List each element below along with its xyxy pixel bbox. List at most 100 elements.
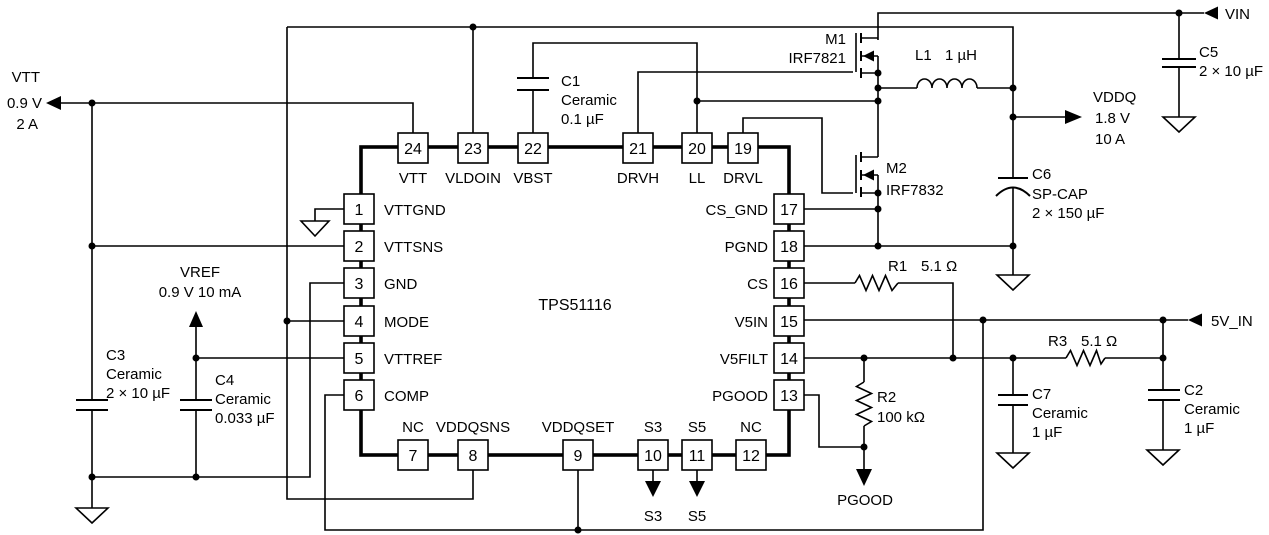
pin-20: 20 LL bbox=[681, 132, 713, 187]
ref: C5 bbox=[1199, 44, 1218, 61]
wire-drvh bbox=[637, 71, 853, 133]
pin-19: 19 DRVL bbox=[723, 132, 763, 187]
pin-name: V5IN bbox=[735, 314, 768, 331]
pin-8: 8 VDDQSNS bbox=[436, 419, 510, 471]
pin-number: 6 bbox=[355, 388, 364, 405]
wire-gnd-rail bbox=[92, 282, 344, 478]
pin-number: 8 bbox=[469, 448, 478, 465]
pin-name: VBST bbox=[513, 170, 552, 187]
pin-name: MODE bbox=[384, 314, 429, 331]
pin-7: 7 NC bbox=[397, 419, 429, 471]
v5in-arrow-icon bbox=[1188, 313, 1202, 327]
l1-label: L1 1 µH bbox=[915, 47, 977, 64]
value: 5.1 Ω bbox=[921, 258, 957, 275]
net-vref-label: VREF 0.9 V 10 mA bbox=[159, 264, 242, 301]
pin-1: 1 VTTGND bbox=[343, 193, 446, 225]
ground-icon-c5 bbox=[1160, 116, 1198, 134]
pin-name: DRVL bbox=[723, 170, 763, 187]
value: 1 µH bbox=[945, 47, 977, 64]
net-s5-label: S5 bbox=[688, 508, 706, 525]
pin-name: V5FILT bbox=[720, 351, 768, 368]
ground-icon-vttgnd bbox=[299, 220, 331, 238]
pin-number: 4 bbox=[355, 314, 364, 331]
type: Ceramic bbox=[106, 366, 162, 383]
r3-label: R3 5.1 Ω bbox=[1048, 333, 1117, 350]
net-name: VTT bbox=[12, 69, 40, 86]
ground-icon-c6 bbox=[994, 274, 1032, 292]
pin-name: NC bbox=[402, 419, 424, 436]
m2-body-arrow-icon bbox=[863, 169, 874, 181]
ref: C1 bbox=[561, 73, 580, 90]
value: 100 kΩ bbox=[877, 409, 925, 426]
net-voltage: 0.9 V bbox=[7, 95, 42, 112]
ground-icon-c2 bbox=[1144, 449, 1182, 467]
pin-name: VTTGND bbox=[384, 202, 446, 219]
pin-number: 11 bbox=[689, 448, 706, 465]
pin-number: 2 bbox=[355, 239, 364, 256]
wire-pin13 bbox=[804, 394, 864, 448]
pin-10: 10 S3 bbox=[637, 419, 669, 471]
resistor-r2-symbol bbox=[854, 381, 874, 427]
pin-name: LL bbox=[689, 170, 706, 187]
s3-arrow-icon bbox=[645, 481, 661, 497]
vddq-arrow-icon bbox=[1065, 110, 1082, 124]
capacitor-c2-symbol bbox=[1148, 389, 1180, 401]
ref: C2 bbox=[1184, 382, 1203, 399]
pin-number: 12 bbox=[742, 448, 760, 465]
pin-name: S5 bbox=[688, 419, 706, 436]
wire-vin bbox=[877, 12, 1204, 40]
pin-name: PGND bbox=[725, 239, 769, 256]
value: 1 µF bbox=[1032, 424, 1062, 441]
net-pgood-label: PGOOD bbox=[837, 492, 893, 509]
pin-11: 11 S5 bbox=[681, 419, 713, 471]
wire-comp bbox=[324, 320, 984, 531]
ref: R1 bbox=[888, 258, 907, 275]
pin-name: PGOOD bbox=[712, 388, 768, 405]
c1-label: C1 Ceramic 0.1 µF bbox=[561, 73, 617, 128]
value: 5.1 Ω bbox=[1081, 333, 1117, 350]
wire-c1-upper bbox=[532, 42, 698, 133]
pin-name: VLDOIN bbox=[445, 170, 501, 187]
pin-name: COMP bbox=[384, 388, 429, 405]
pin-name: VDDQSNS bbox=[436, 419, 510, 436]
net-name: VDDQ bbox=[1093, 89, 1136, 106]
m2-label: M2 IRF7832 bbox=[886, 160, 944, 199]
ref: R2 bbox=[877, 389, 896, 406]
pin-number: 14 bbox=[780, 351, 798, 368]
mosfet-m1-symbol bbox=[855, 33, 878, 78]
wires bbox=[60, 12, 1204, 531]
value: 2 × 10 µF bbox=[1199, 63, 1263, 80]
net-current: 2 A bbox=[16, 116, 38, 133]
wire-vttgnd bbox=[314, 208, 344, 221]
pin-9: 9 VDDQSET bbox=[542, 419, 614, 471]
value: 2 × 150 µF bbox=[1032, 205, 1104, 222]
c5-label: C5 2 × 10 µF bbox=[1199, 44, 1263, 80]
ref: C6 bbox=[1032, 166, 1051, 183]
resistor-r3-symbol bbox=[1065, 348, 1106, 368]
pin-number: 15 bbox=[780, 314, 798, 331]
pin-name: DRVH bbox=[617, 170, 659, 187]
capacitor-c5-symbol bbox=[1162, 58, 1196, 68]
pin-number: 17 bbox=[780, 202, 798, 219]
wire-cs-right bbox=[898, 282, 954, 358]
m1-body-arrow-icon bbox=[863, 50, 874, 62]
pin-number: 22 bbox=[524, 141, 542, 158]
pin-number: 7 bbox=[409, 448, 418, 465]
pin-13: 13 PGOOD bbox=[712, 379, 805, 411]
mosfet-m2-symbol bbox=[855, 152, 878, 197]
pin-number: 5 bbox=[355, 351, 364, 368]
pin-name: CS bbox=[747, 276, 768, 293]
pin-4: 4 MODE bbox=[343, 305, 429, 337]
pin-name: VTTREF bbox=[384, 351, 442, 368]
ref: M1 bbox=[825, 31, 846, 48]
pin-6: 6 COMP bbox=[343, 379, 429, 411]
pin-14: 14 V5FILT bbox=[720, 342, 805, 374]
c3-label: C3 Ceramic 2 × 10 µF bbox=[106, 347, 170, 402]
net-spec: 0.9 V 10 mA bbox=[159, 284, 242, 301]
pgood-arrow-icon bbox=[856, 469, 872, 486]
net-vin-label: VIN bbox=[1225, 6, 1250, 23]
pin-number: 24 bbox=[404, 141, 422, 158]
value: 0.1 µF bbox=[561, 111, 604, 128]
